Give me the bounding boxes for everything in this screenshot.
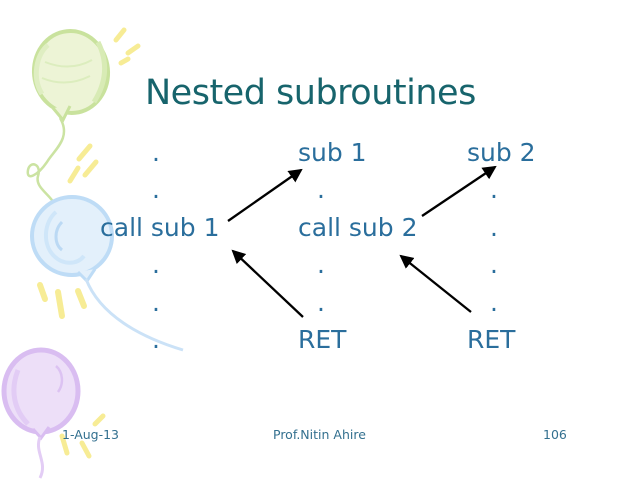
code-line: . xyxy=(490,287,498,317)
slide-title: Nested subroutines xyxy=(145,73,476,113)
code-line: . xyxy=(317,287,325,317)
code-line-sub1-label: sub 1 xyxy=(298,138,367,167)
sparkle-icon-top xyxy=(113,27,141,66)
code-line: . xyxy=(152,138,160,167)
arrow-ret2-to-sub1 xyxy=(399,254,472,313)
code-line: . xyxy=(490,175,498,205)
footer-author: Prof.Nitin Ahire xyxy=(273,427,366,442)
code-line: . xyxy=(152,250,160,280)
footer-date: 1-Aug-13 xyxy=(62,427,120,442)
sparkle-icon-blue-balloon xyxy=(37,282,87,319)
code-line: . xyxy=(152,325,160,355)
code-column-subroutine-1: sub 1 . call sub 2 . . RET xyxy=(298,134,418,358)
code-line: . xyxy=(152,287,160,317)
balloon-icon-purple xyxy=(1,347,81,479)
code-line: . xyxy=(317,250,325,280)
footer-page-number: 106 xyxy=(543,427,567,442)
arrow-ret1-to-main xyxy=(231,249,304,318)
code-column-subroutine-2: sub 2 . . . . RET xyxy=(467,134,536,358)
code-line: . xyxy=(152,175,160,205)
code-column-main-program: . . call sub 1 . . . xyxy=(100,134,220,358)
code-line-call-sub1: call sub 1 xyxy=(100,212,220,242)
code-line-ret-sub2: RET xyxy=(467,325,516,355)
arrow-call-sub1-to-sub1 xyxy=(227,168,303,222)
code-line: . xyxy=(490,250,498,280)
code-line: . xyxy=(317,175,325,205)
code-line-ret-sub1: RET xyxy=(298,325,347,355)
code-line-sub2-label: sub 2 xyxy=(467,138,536,167)
sparkle-icon-middle xyxy=(67,143,99,184)
code-line: . xyxy=(490,212,498,242)
code-line-call-sub2: call sub 2 xyxy=(298,212,418,242)
